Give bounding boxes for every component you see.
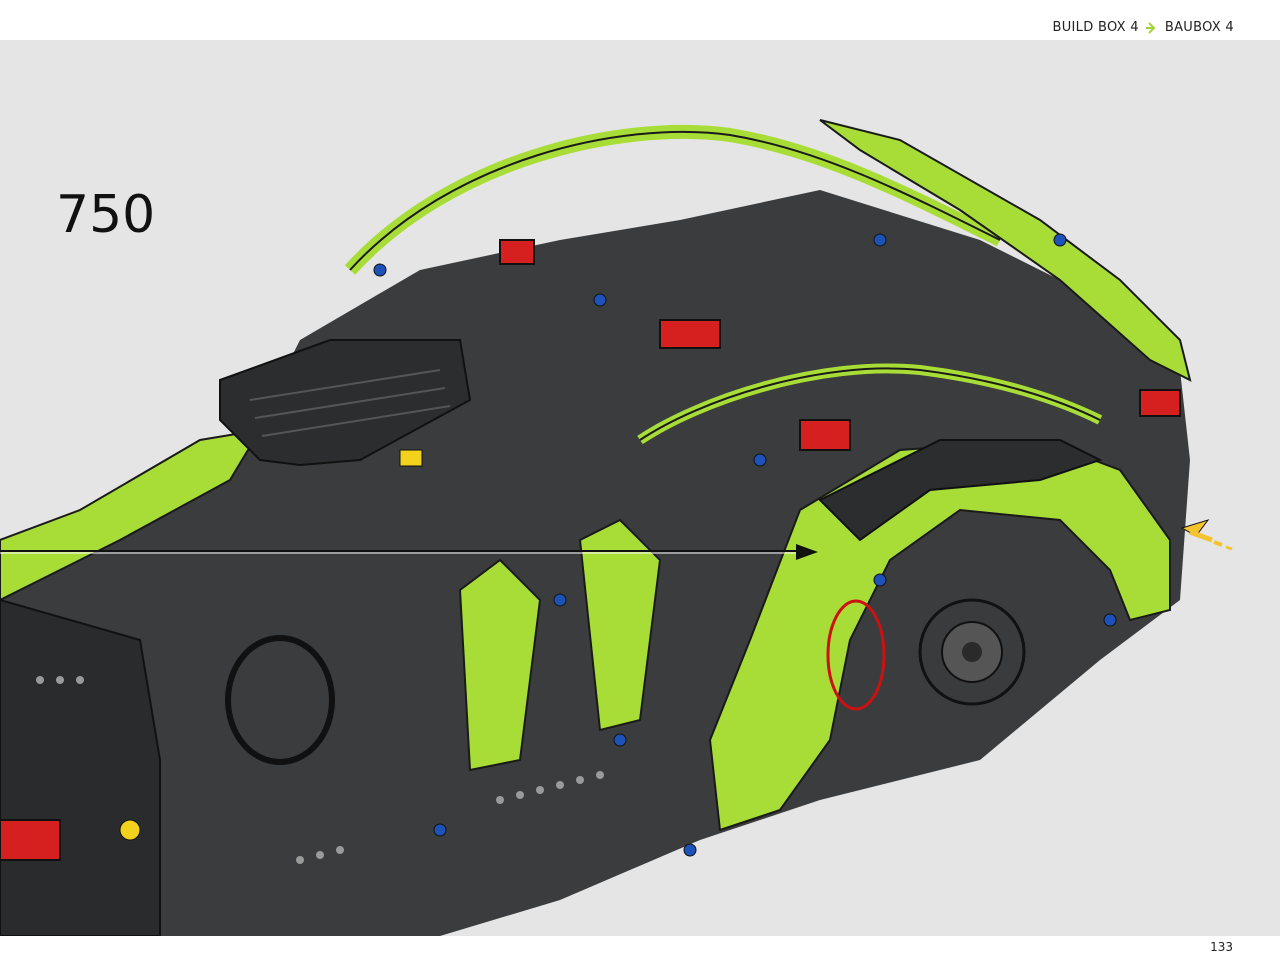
yellow-part [119,819,141,841]
yellow-part [399,449,423,467]
fender-dark-inner [818,439,1103,542]
beam-holes [36,676,604,864]
breadcrumb-build-box: BUILD BOX 4 [1052,20,1139,35]
arrow-chevron-icon [1145,21,1159,34]
yellow-direction-arrow-icon [1180,519,1233,551]
guide-arrowhead-icon [796,544,818,560]
red-part [499,239,535,265]
instruction-panel: 750 [0,40,1280,936]
steering-wheel [225,635,335,765]
red-part [0,819,61,861]
seat-left [458,558,542,772]
roof-plate [219,339,472,467]
seat-right [578,518,662,732]
right-lime-fin [819,119,1192,382]
page-header: BUILD BOX 4 BAUBOX 4 [0,0,1280,40]
red-callout-circle-icon [826,599,886,711]
red-part [799,419,851,451]
breadcrumb-baubox: BAUBOX 4 [1164,20,1234,35]
left-lime-panel [0,428,262,602]
model-illustration [0,119,1233,936]
red-part [659,319,721,349]
front-fender [708,438,1171,832]
step-number: 750 [56,185,156,245]
breadcrumb: BUILD BOX 4 BAUBOX 4 [1053,20,1235,35]
rear-block [0,598,161,936]
blue-pins [373,233,1117,857]
page-number: 133 [1210,940,1233,954]
red-part [1139,389,1181,417]
